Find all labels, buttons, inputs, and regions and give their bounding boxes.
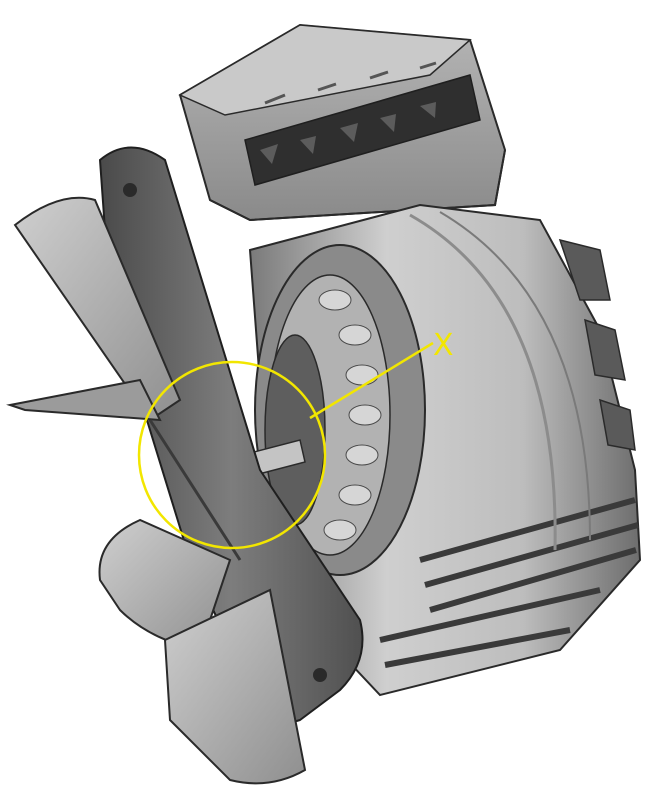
rotor-cage bbox=[254, 244, 426, 576]
callout-circle bbox=[137, 360, 327, 550]
callout: X bbox=[137, 328, 454, 550]
terminal-block bbox=[178, 23, 507, 222]
callout-label: X bbox=[433, 328, 454, 363]
fan-blades bbox=[6, 196, 307, 785]
callout-leader-line bbox=[309, 341, 434, 420]
